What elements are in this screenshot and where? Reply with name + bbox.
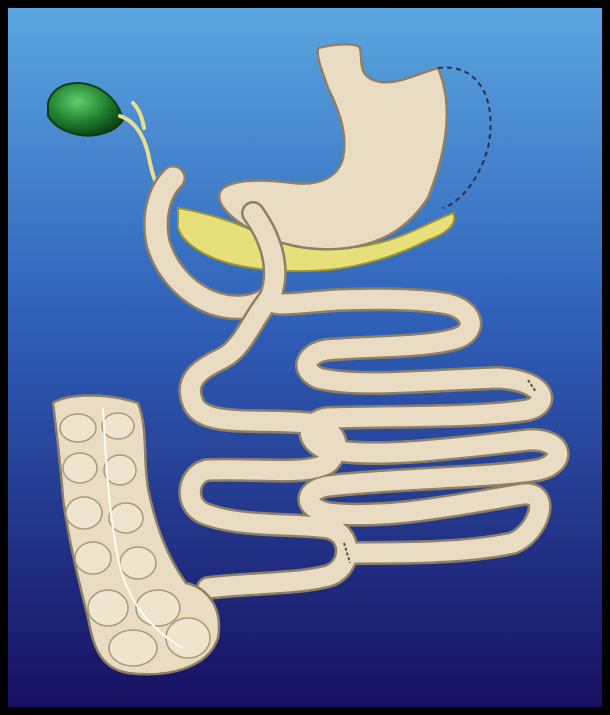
gastric-bypass-illustration: [8, 8, 602, 707]
